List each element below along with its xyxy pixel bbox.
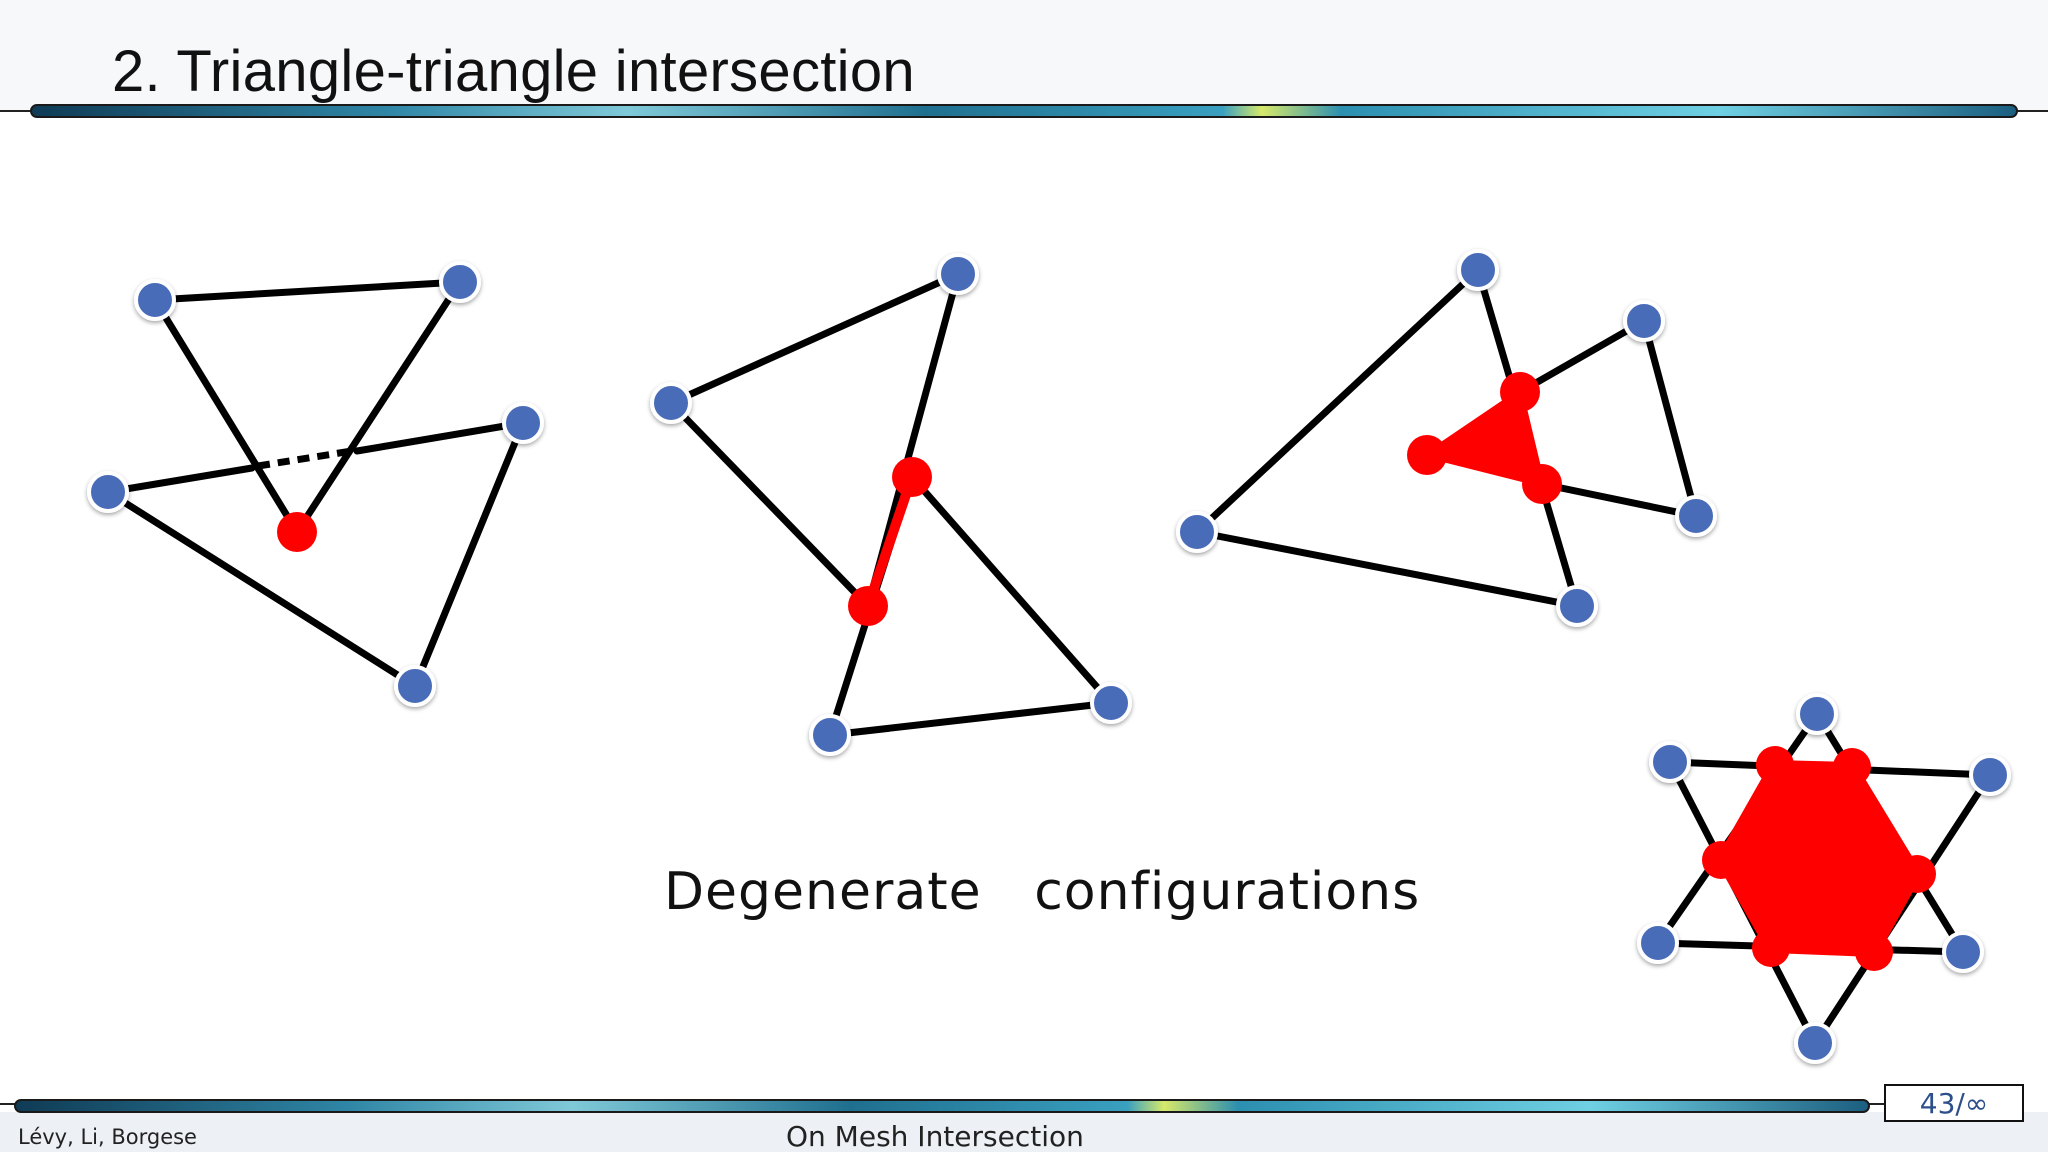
intersection-point xyxy=(892,457,932,497)
intersection-point xyxy=(1898,855,1936,893)
intersection-point xyxy=(1522,464,1562,504)
vertex-point xyxy=(1794,1022,1836,1064)
intersection-point xyxy=(1833,748,1871,786)
vertex-point xyxy=(1969,754,2011,796)
intersection-point xyxy=(1855,933,1893,971)
vertex-point xyxy=(1796,693,1838,735)
intersection-point xyxy=(1752,929,1790,967)
vertex-point xyxy=(1556,585,1598,627)
footer-authors: Lévy, Li, Borgese xyxy=(18,1125,197,1149)
intersection-point xyxy=(1407,435,1447,475)
vertex-point xyxy=(650,382,692,424)
config-coplanar-hexagon xyxy=(1637,693,2011,1064)
vertex-point xyxy=(1675,495,1717,537)
vertex-point xyxy=(1649,741,1691,783)
vertex-point xyxy=(502,402,544,444)
vertex-point xyxy=(134,279,176,321)
vertex-point xyxy=(1637,922,1679,964)
vertex-point xyxy=(1090,682,1132,724)
vertex-point xyxy=(87,471,129,513)
config-triangle-region xyxy=(1176,249,1717,627)
vertex-point xyxy=(1942,931,1984,973)
vertex-point xyxy=(809,714,851,756)
vertex-point xyxy=(394,665,436,707)
vertex-point xyxy=(1457,249,1499,291)
footer-accent-bar xyxy=(14,1099,1870,1113)
page-number-box: 43/∞ xyxy=(1884,1084,2024,1122)
footer-band xyxy=(0,1112,2048,1152)
figure-caption: Degenerate configurations xyxy=(664,862,1421,922)
vertex-point xyxy=(1176,511,1218,553)
config-edge-segment xyxy=(650,253,1132,756)
intersection-point xyxy=(848,586,888,626)
vertex-point xyxy=(1623,300,1665,342)
intersection-point xyxy=(1500,372,1540,412)
title-accent-bar xyxy=(30,104,2018,118)
page-number: 43/∞ xyxy=(1919,1087,1989,1120)
config-vertex-in-triangle xyxy=(87,261,544,707)
intersection-point xyxy=(1702,841,1740,879)
title-band xyxy=(0,0,2048,112)
slide-title: 2. Triangle-triangle intersection xyxy=(112,39,915,104)
intersection-point xyxy=(277,512,317,552)
footer-title: On Mesh Intersection xyxy=(786,1120,1084,1153)
intersection-point xyxy=(1756,746,1794,784)
vertex-point xyxy=(439,261,481,303)
vertex-point xyxy=(937,253,979,295)
